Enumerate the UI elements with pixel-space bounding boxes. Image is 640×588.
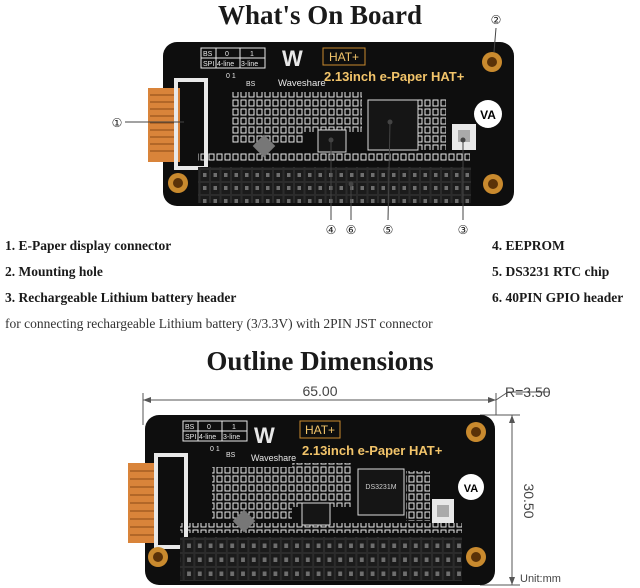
svg-text:4-line: 4-line (217, 61, 234, 68)
svg-text:BS: BS (226, 452, 236, 459)
dim-height: 30.50 (521, 483, 537, 518)
callout-1: ① (112, 116, 123, 130)
svg-text:BS: BS (246, 81, 256, 88)
legend-item-6: 6. 40PIN GPIO header (492, 290, 624, 305)
svg-text:Waveshare: Waveshare (251, 453, 296, 463)
legend-item-5: 5. DS3231 RTC chip (492, 264, 610, 279)
dim-radius: R=3.50 (505, 385, 551, 400)
outline-illustration: DS3231M VA W Waveshare HAT+ 2.13inch e-P… (128, 385, 561, 586)
legend-item-3: 3. Rechargeable Lithium battery header (5, 290, 237, 305)
legend-item-4: 4. EEPROM (492, 238, 565, 253)
svg-text:DS3231M: DS3231M (365, 484, 396, 491)
legend-item-1: 1. E-Paper display connector (5, 238, 172, 253)
svg-text:SPI: SPI (185, 434, 196, 441)
callout-3: ③ (458, 223, 469, 237)
callout-4: ④ (326, 223, 337, 237)
svg-text:BS: BS (185, 424, 195, 431)
callout-2: ② (491, 13, 502, 27)
svg-text:1: 1 (250, 51, 254, 58)
svg-text:VA: VA (464, 483, 479, 495)
battery-note: for connecting rechargeable Lithium batt… (5, 316, 433, 331)
svg-text:4-line: 4-line (199, 434, 216, 441)
rtc-chip (367, 99, 419, 151)
svg-text:0: 0 (207, 424, 211, 431)
svg-text:3-line: 3-line (223, 434, 240, 441)
dim-width: 65.00 (302, 385, 337, 399)
svg-text:W: W (254, 423, 275, 448)
svg-text:BS: BS (203, 51, 213, 58)
svg-text:0 1: 0 1 (226, 73, 236, 80)
svg-text:3-line: 3-line (241, 61, 258, 68)
board-illustration: VA W Waveshare HAT+ 2.13inch e-Paper HAT… (112, 13, 514, 237)
svg-text:0 1: 0 1 (210, 446, 220, 453)
svg-text:SPI: SPI (203, 61, 214, 68)
dim-unit: Unit:mm (520, 573, 561, 585)
legend-item-2: 2. Mounting hole (5, 264, 103, 279)
callout-6: ⑥ (346, 223, 357, 237)
svg-text:0: 0 (225, 51, 229, 58)
brand-label: Waveshare (278, 78, 326, 89)
outline-section-title: Outline Dimensions (206, 346, 434, 376)
gpio-header (198, 167, 471, 203)
va-label: VA (480, 108, 496, 122)
board-section-title: What's On Board (217, 0, 423, 30)
svg-text:1: 1 (232, 424, 236, 431)
svg-text:HAT+: HAT+ (305, 423, 335, 437)
svg-text:W: W (282, 46, 303, 71)
callout-5: ⑤ (383, 223, 394, 237)
hat-label: HAT+ (329, 50, 359, 64)
board-name-label: 2.13inch e-Paper HAT+ (324, 69, 465, 84)
svg-text:2.13inch e-Paper HAT+: 2.13inch e-Paper HAT+ (302, 443, 443, 458)
